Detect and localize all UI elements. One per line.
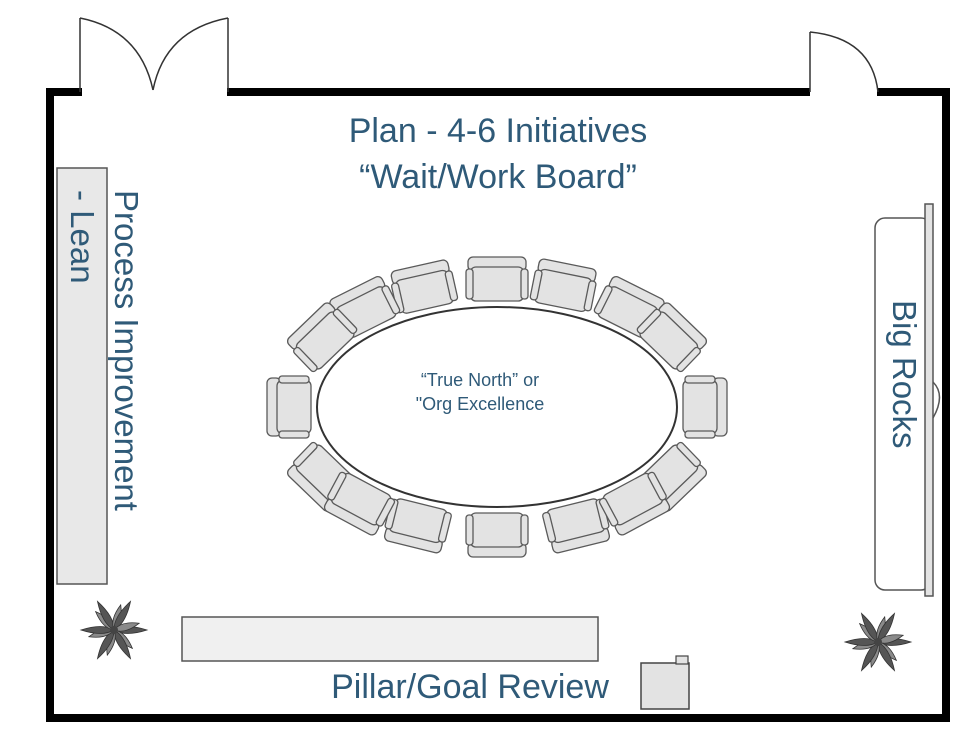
chair-icon xyxy=(465,256,529,302)
door-icon xyxy=(79,17,229,92)
left-label-line1: Process Improvement xyxy=(108,190,145,511)
left-board xyxy=(56,167,108,585)
chair-icon xyxy=(542,498,611,554)
plant-center xyxy=(874,638,882,646)
bottom-wall-label: Pillar/Goal Review xyxy=(331,668,609,706)
room-walls xyxy=(46,88,950,722)
table-label-line2: "Org Excellence xyxy=(415,394,545,414)
single-door[interactable] xyxy=(809,31,879,93)
conference-table xyxy=(316,306,678,508)
chair-icon xyxy=(598,471,671,536)
table-label-line1: “True North” or xyxy=(420,370,540,390)
cabinet xyxy=(640,655,690,710)
plant-leaf xyxy=(877,634,905,644)
left-wall-label: Process Improvement - Lean xyxy=(52,190,148,580)
plant-leaf xyxy=(113,622,141,632)
chair-icon xyxy=(465,512,529,558)
plant-center xyxy=(110,626,118,634)
bottom-board xyxy=(181,616,599,662)
plant-icon xyxy=(79,600,149,660)
chair-icon xyxy=(266,375,312,439)
chair-icon xyxy=(636,302,708,373)
double-door[interactable] xyxy=(79,17,229,92)
top-label-line1: Plan - 4-6 Initiatives xyxy=(348,112,648,150)
chair-icon xyxy=(529,258,597,313)
table-label: “True North” or "Org Excellence xyxy=(330,368,630,416)
top-wall-label: Plan - 4-6 Initiatives “Wait/Work Board” xyxy=(0,108,966,200)
chair-icon xyxy=(383,498,452,554)
door-icon xyxy=(809,31,879,93)
plant-icon xyxy=(843,612,913,672)
chair-icon xyxy=(323,471,396,536)
right-label: Big Rocks xyxy=(886,300,923,449)
chair-icon xyxy=(682,375,728,439)
chair-icon xyxy=(286,302,358,373)
chairs xyxy=(266,256,728,558)
right-board xyxy=(874,203,941,597)
right-wall-label: Big Rocks xyxy=(876,300,926,480)
left-label-line2: - Lean xyxy=(64,190,101,284)
top-label-line2: “Wait/Work Board” xyxy=(359,158,637,196)
